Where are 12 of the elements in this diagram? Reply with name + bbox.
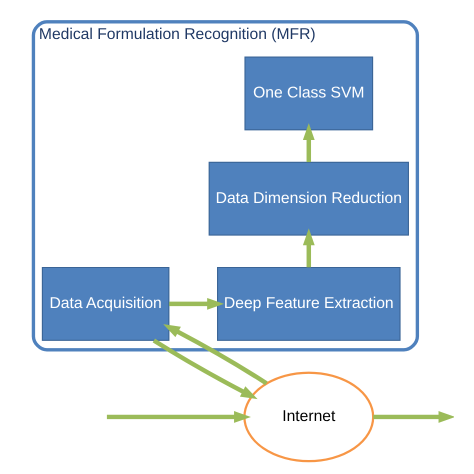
node-ellipse: Internet — [243, 372, 374, 462]
arrow — [302, 123, 315, 162]
node-box: One Class SVM — [244, 56, 374, 130]
arrow — [302, 228, 315, 268]
arrow — [163, 324, 268, 386]
node-box: Data Acquisition — [42, 266, 170, 341]
node-box: Data Dimension Reduction — [208, 162, 409, 236]
arrow — [106, 411, 251, 423]
arrow — [373, 411, 454, 423]
arrow — [152, 338, 258, 400]
arrow — [169, 298, 224, 310]
node-box: Deep Feature Extraction — [217, 266, 401, 341]
